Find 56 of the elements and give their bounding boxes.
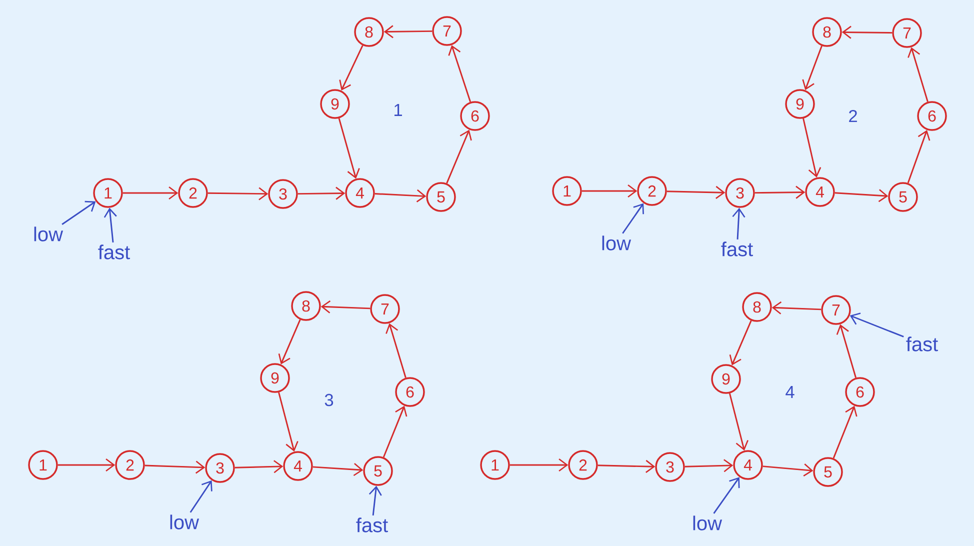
arrow <box>772 301 822 314</box>
arrow <box>842 26 892 39</box>
arrow <box>754 186 806 199</box>
pointer-label: fast <box>906 336 938 352</box>
arrow <box>448 45 472 102</box>
pointer-label: low <box>602 236 632 250</box>
arrow <box>666 186 726 199</box>
arrow <box>510 458 568 472</box>
arrow <box>729 320 752 366</box>
arrow <box>762 463 814 476</box>
step-number: 1 <box>394 104 402 116</box>
arrow <box>802 118 822 178</box>
pointer-arrow <box>104 208 117 242</box>
pointer-arrow <box>732 208 746 240</box>
arrow <box>58 458 116 472</box>
pointer-arrow <box>62 200 96 225</box>
arrow <box>122 186 178 200</box>
arrow <box>836 324 857 378</box>
arrow <box>312 463 364 476</box>
arrow <box>338 118 360 179</box>
arrow <box>802 46 822 90</box>
pointer-arrow <box>190 480 212 513</box>
arrow <box>208 187 268 200</box>
arrow <box>278 392 298 452</box>
arrow <box>908 47 928 102</box>
arrow <box>374 189 426 202</box>
arrow <box>234 460 284 474</box>
arrow <box>339 45 364 91</box>
arrow <box>320 300 370 314</box>
arrow <box>386 323 406 378</box>
pointer-arrow <box>713 477 740 514</box>
arrow <box>582 184 638 198</box>
pointer-arrow <box>622 203 644 234</box>
pointer-label: fast <box>98 244 130 260</box>
arrow <box>684 459 734 472</box>
arrow <box>298 186 346 200</box>
arrow <box>834 189 888 202</box>
pointer-arrow <box>850 312 904 338</box>
step-number: 2 <box>849 110 857 122</box>
arrow <box>907 130 930 184</box>
arrow <box>598 460 656 473</box>
pointer-label: low <box>693 516 722 530</box>
arrow <box>446 130 472 184</box>
pointer-label: fast <box>356 518 388 532</box>
arrow <box>728 393 748 451</box>
arrow <box>384 25 432 38</box>
step-number: 4 <box>786 386 794 398</box>
arrow <box>382 406 408 458</box>
arrow <box>832 406 858 458</box>
pointer-label: low <box>34 226 64 242</box>
pointer-arrow <box>368 486 382 516</box>
arrow <box>278 319 301 364</box>
pointer-label: fast <box>721 242 753 256</box>
arrow <box>144 460 206 474</box>
pointer-label: low <box>170 514 200 530</box>
step-number: 3 <box>324 394 334 406</box>
